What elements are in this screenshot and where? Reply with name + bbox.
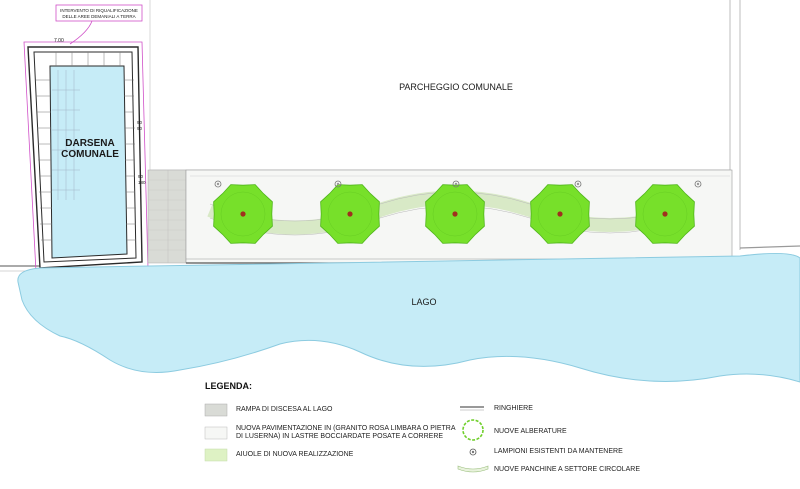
legend-rampa-label: RAMPA DI DISCESA AL LAGO <box>236 406 333 413</box>
tree-icon <box>635 184 695 244</box>
legend-swatch-rampa <box>204 403 228 417</box>
dim-side-2b: 180 <box>138 180 146 185</box>
legend-panchine-label: NUOVE PANCHINE A SETTORE CIRCOLARE <box>494 466 640 473</box>
legend-pavimentazione-label: NUOVA PAVIMENTAZIONE IN (GRANITO ROSA LI… <box>236 425 456 440</box>
tree-icon <box>320 184 380 244</box>
lamp-icon <box>334 180 342 188</box>
new-trees <box>213 184 695 244</box>
existing-lamps <box>214 180 702 188</box>
dim-side-1a: 90 <box>137 120 143 125</box>
darsena-label-1: DARSENA <box>65 138 114 149</box>
legend-alberature-label: NUOVE ALBERATURE <box>494 428 567 435</box>
parcheggio-label: PARCHEGGIO COMUNALE <box>399 82 513 92</box>
lamp-icon <box>452 180 460 188</box>
darsena-label-2: COMUNALE <box>61 149 119 160</box>
lamp-icon <box>214 180 222 188</box>
annotation-line-1: INTERVENTO DI RIQUALIFICAZIONE <box>60 8 138 13</box>
lamp-icon <box>694 180 702 188</box>
dim-top: 7.00 <box>54 38 64 44</box>
lake <box>17 252 800 383</box>
tree-icon <box>425 184 485 244</box>
tree-icon <box>213 184 273 244</box>
legend-swatch-pavimentazione <box>204 426 228 440</box>
tree-icon <box>530 184 590 244</box>
annotation-line-2: DELLE AREE DEMANIALI A TERRA <box>62 14 135 19</box>
legend-ringhiere-label: RINGHIERE <box>494 405 533 412</box>
legend-lampioni-label: LAMPIONI ESISTENTI DA MANTENERE <box>494 448 623 455</box>
darsena-comunale <box>23 41 149 273</box>
railing-icon <box>460 406 484 411</box>
ramp-to-lake <box>147 169 187 264</box>
dim-side-1b: 90 <box>137 126 143 131</box>
annotation-box: INTERVENTO DI RIQUALIFICAZIONE DELLE ARE… <box>55 4 143 45</box>
lago-label: LAGO <box>411 297 436 307</box>
legend-title: LEGENDA: <box>205 381 252 391</box>
bench-icon <box>457 465 489 473</box>
legend-swatch-aiuole <box>204 448 228 462</box>
lamp-icon <box>574 180 582 188</box>
legend-aiuole-label: AIUOLE DI NUOVA REALIZZAZIONE <box>236 451 354 458</box>
dim-side-2a: 90 <box>138 174 144 179</box>
lamp-icon <box>469 448 477 456</box>
tree-icon <box>462 419 484 441</box>
